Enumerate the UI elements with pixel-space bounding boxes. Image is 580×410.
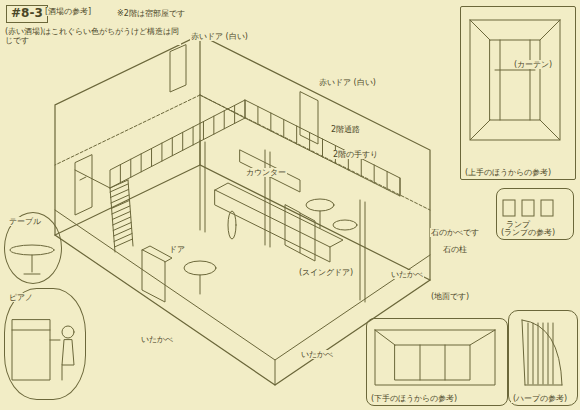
posts [200, 140, 365, 302]
lamp-drawing [503, 200, 553, 216]
stairs [110, 180, 133, 252]
harp-string [533, 323, 534, 384]
inset-caption: #8-3 [9, 7, 45, 21]
swing-door [285, 205, 315, 261]
baluster [322, 139, 323, 157]
baluster [151, 148, 152, 166]
balcony [75, 95, 400, 196]
harp-drawing [522, 320, 562, 385]
baluster [172, 138, 173, 156]
baluster [374, 165, 375, 183]
part-label: (スイングドア) [298, 268, 354, 277]
stair-step [115, 239, 133, 247]
inset-caption: (下手のほうからの参考) [369, 394, 459, 403]
reference-inset: (ハープの参考) [508, 310, 578, 406]
baluster [296, 126, 297, 144]
baluster [361, 159, 362, 177]
baluster [193, 127, 194, 145]
part-label: いたかべ [390, 270, 424, 279]
baluster [245, 100, 246, 118]
part-label: いたかべ [300, 350, 334, 359]
part-label: 赤いドア (白い) [318, 78, 377, 87]
inset-caption: (上手のほうからの参考) [463, 168, 553, 177]
sheet-note: ※2階は宿部屋です [116, 9, 186, 18]
baluster [270, 113, 271, 131]
baluster [224, 111, 225, 129]
sheet-note: [酒場の参考] [44, 7, 92, 16]
baluster [141, 154, 142, 172]
baluster [400, 178, 401, 196]
downstage-view [375, 330, 495, 385]
part-label: 赤いドア (白い) [190, 32, 249, 41]
part-label: (地面です) [430, 292, 470, 301]
harp-string [548, 323, 549, 384]
part-label: いたかべ [140, 335, 174, 344]
room-walls [55, 35, 430, 385]
baluster [161, 143, 162, 161]
reference-inset: (下手のほうからの参考) [366, 318, 508, 406]
part-label: 2階通路 [330, 125, 361, 134]
baluster [283, 120, 284, 138]
part-label: 石の柱 [442, 245, 468, 254]
part-label: カウンター [245, 168, 287, 177]
baluster [182, 132, 183, 150]
part-label: 2階の手すり [332, 150, 379, 159]
baluster [309, 133, 310, 151]
reference-inset: (ランプの参考) [496, 188, 574, 240]
upstage-view [470, 20, 560, 140]
doors [75, 45, 318, 215]
inset-caption: テーブル [7, 217, 43, 226]
baluster [120, 165, 121, 183]
harp-string [543, 323, 544, 384]
part-label: (カーテン) [513, 60, 553, 69]
baluster [257, 107, 258, 125]
baluster [234, 105, 235, 123]
part-label: ドア [168, 245, 186, 254]
inset-caption: (ランプの参考) [499, 228, 557, 237]
harp-string [528, 323, 529, 384]
inset-caption: ピアノ [7, 293, 35, 302]
baluster [387, 172, 388, 190]
sheet-note: (赤い酒場)はこれぐらい色がちがうけど構造は同じです [4, 27, 181, 45]
harp-string [538, 323, 539, 384]
counter [215, 150, 343, 262]
baluster [213, 116, 214, 134]
harp-string [553, 323, 554, 384]
tables [184, 199, 357, 294]
reference-inset: テーブル [4, 212, 62, 284]
table-drawing [10, 245, 54, 274]
piano-drawing [12, 320, 74, 380]
baluster [203, 122, 204, 140]
inset-caption: (ハープの参考) [511, 394, 569, 403]
room-piano [142, 246, 172, 302]
baluster [130, 159, 131, 177]
reference-inset: ピアノ [4, 288, 86, 400]
part-label: 石のかべです [430, 228, 480, 237]
reference-inset: (上手のほうからの参考) [460, 6, 576, 180]
scene-number-box: #8-3 [6, 5, 48, 23]
part-label: ランプ [505, 220, 531, 229]
